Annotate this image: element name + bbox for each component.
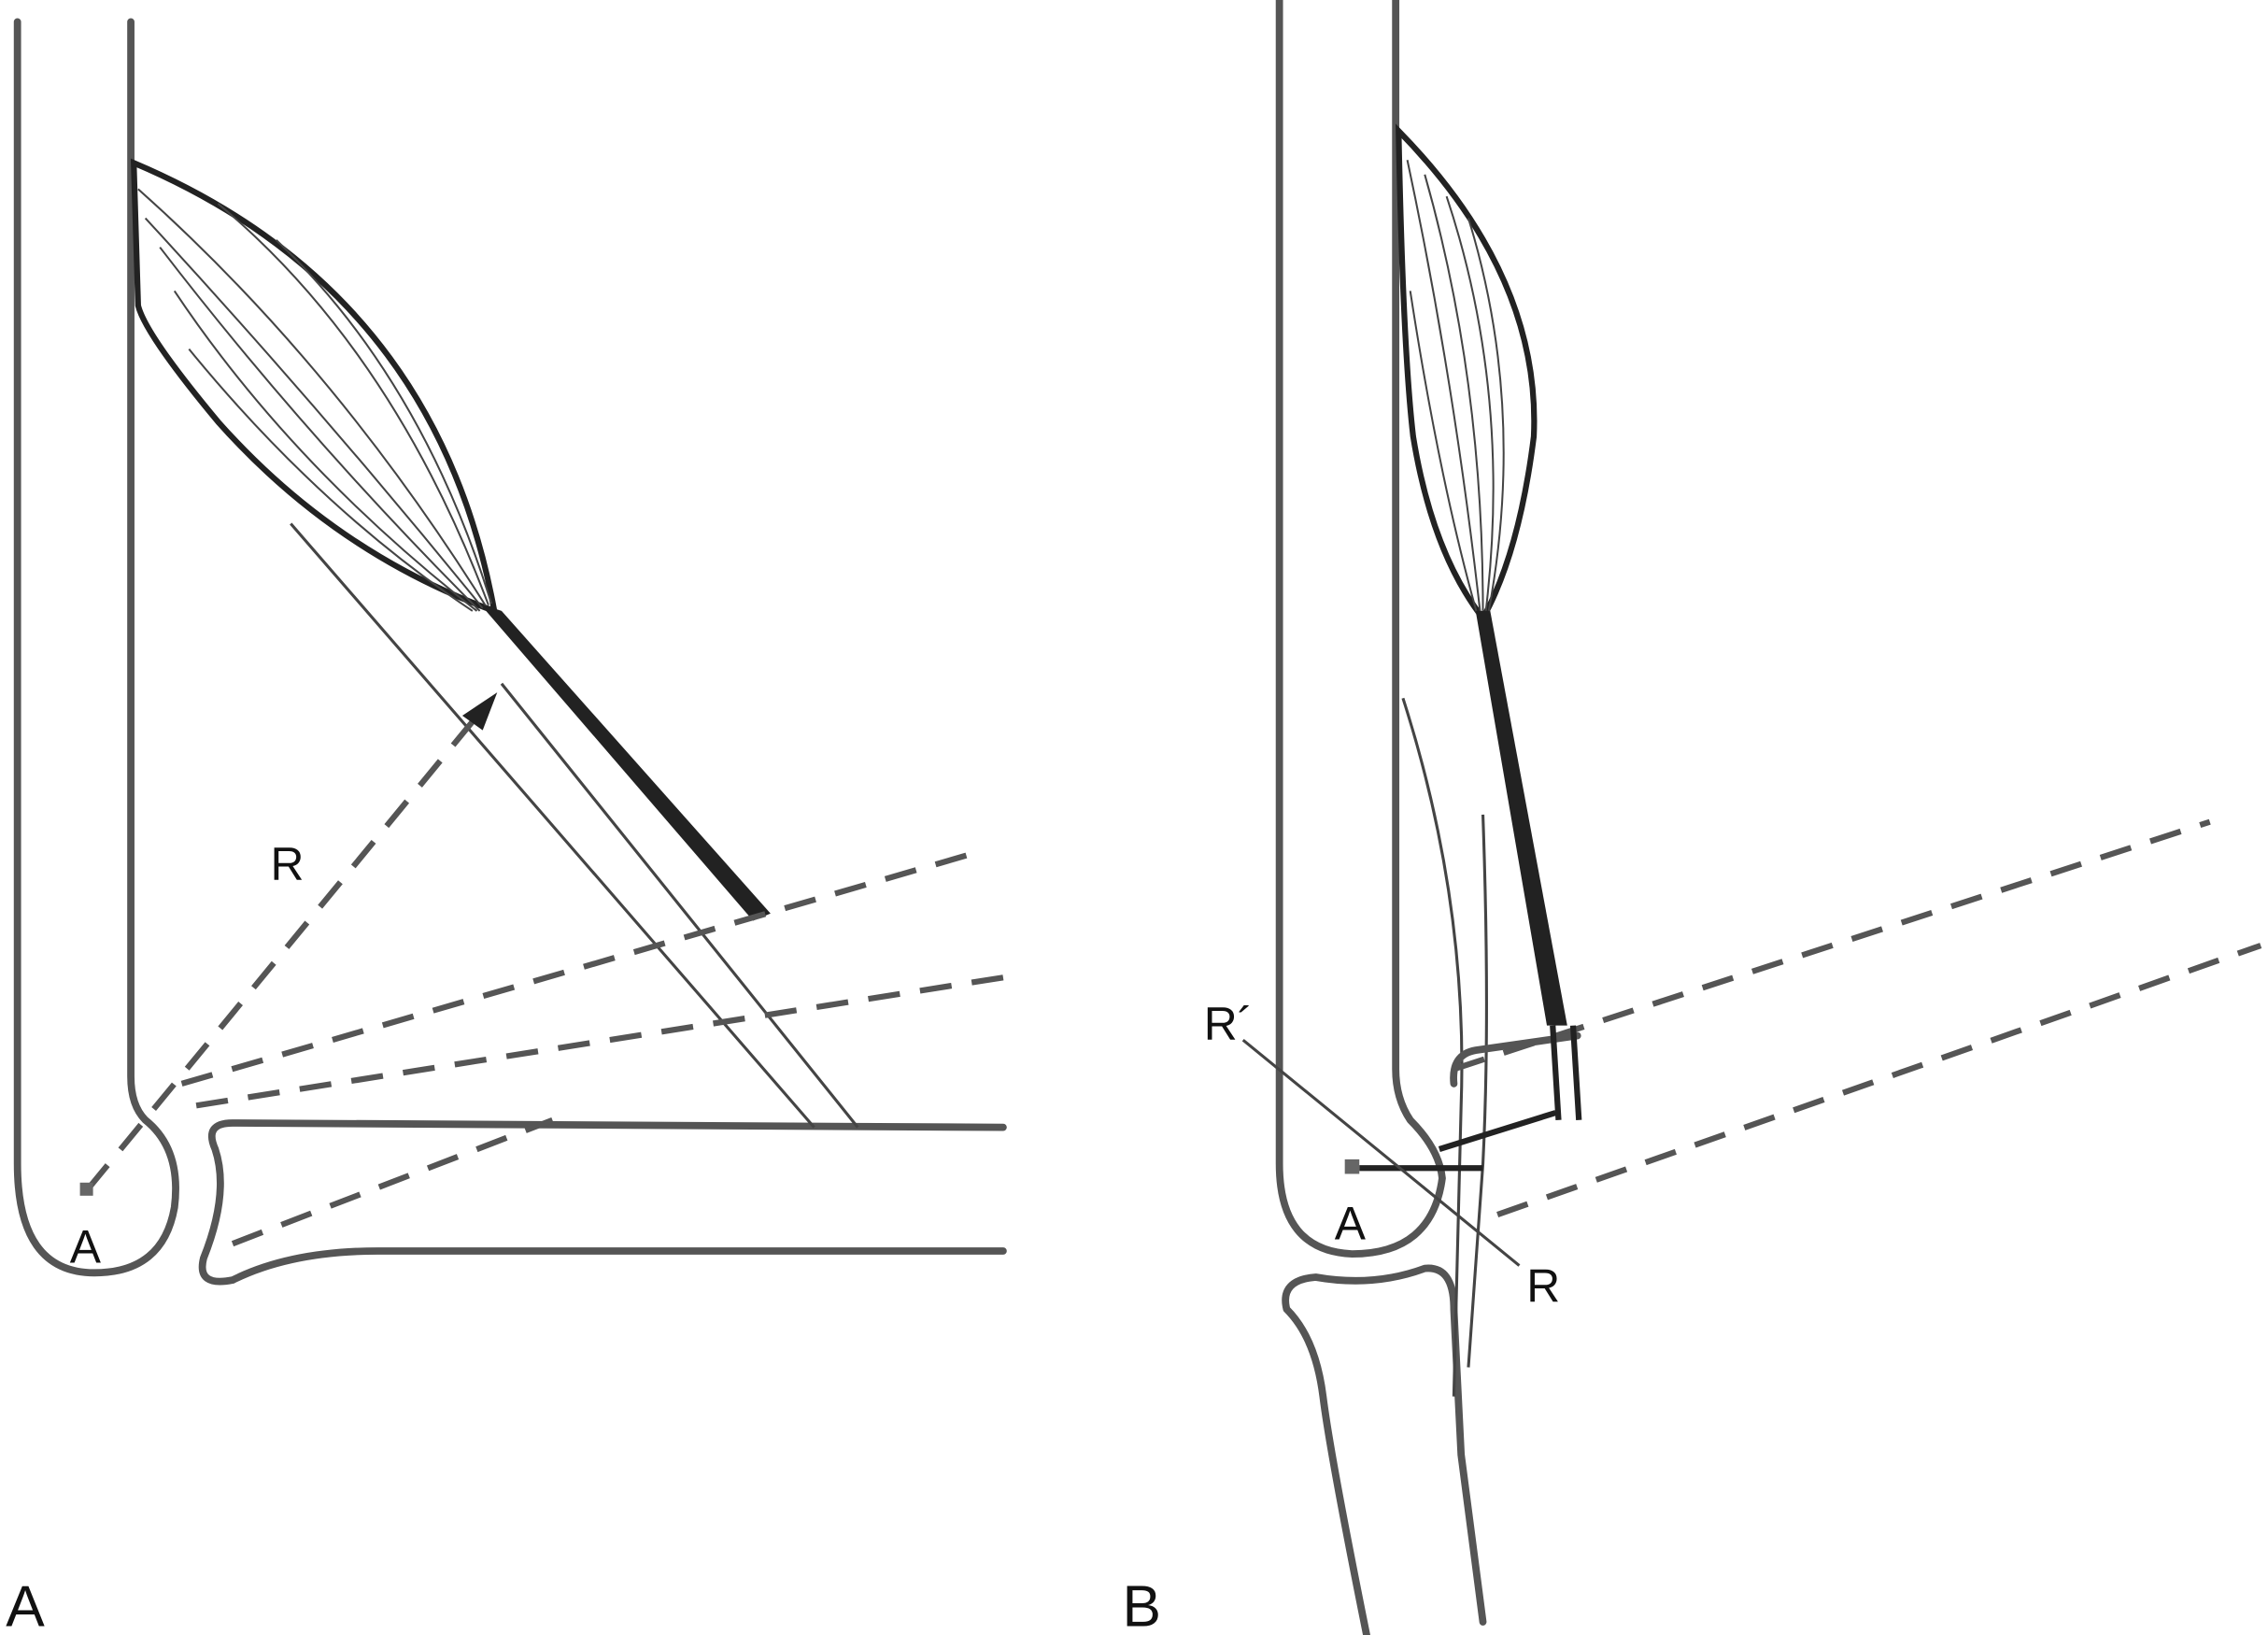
- axis-point-b: [1344, 1159, 1360, 1174]
- dashed-forearm-a: [180, 852, 1004, 1247]
- tendon-a: [479, 604, 771, 921]
- forearm-outline-b: [1450, 1031, 1581, 1088]
- muscle-fibers-b: [1406, 160, 1505, 615]
- panel-label-a: A: [6, 1575, 45, 1635]
- tendon-insertion-b: [1550, 1025, 1582, 1121]
- dashed-forearm-b: [1453, 818, 2262, 1217]
- label-axis-a: A: [70, 1220, 102, 1272]
- label-r-prime-b: R´: [1204, 998, 1254, 1050]
- panel-label-b: B: [1123, 1575, 1162, 1635]
- humerus-a: [13, 18, 179, 1277]
- muscle-a: [130, 158, 499, 616]
- force-line-a: [290, 522, 859, 1129]
- panel-a: R A A: [6, 18, 1007, 1635]
- moment-arm-r-prime-b: [1438, 1110, 1557, 1152]
- arrowhead-icon: [461, 692, 498, 731]
- humerus-b: [1275, 0, 1446, 1258]
- tendon-b: [1475, 610, 1567, 1026]
- label-r-b: R: [1526, 1259, 1560, 1312]
- leader-line-b: [1241, 1039, 1521, 1267]
- forearm-a: [198, 1119, 1007, 1286]
- muscle-fibers-a: [137, 188, 493, 612]
- radius-ulna-b: [1282, 1264, 1487, 1635]
- panel-b: R´ A R B: [1123, 0, 2262, 1635]
- axis-point-a: [79, 1182, 93, 1196]
- label-r-a: R: [270, 838, 304, 890]
- label-axis-b: A: [1335, 1198, 1367, 1250]
